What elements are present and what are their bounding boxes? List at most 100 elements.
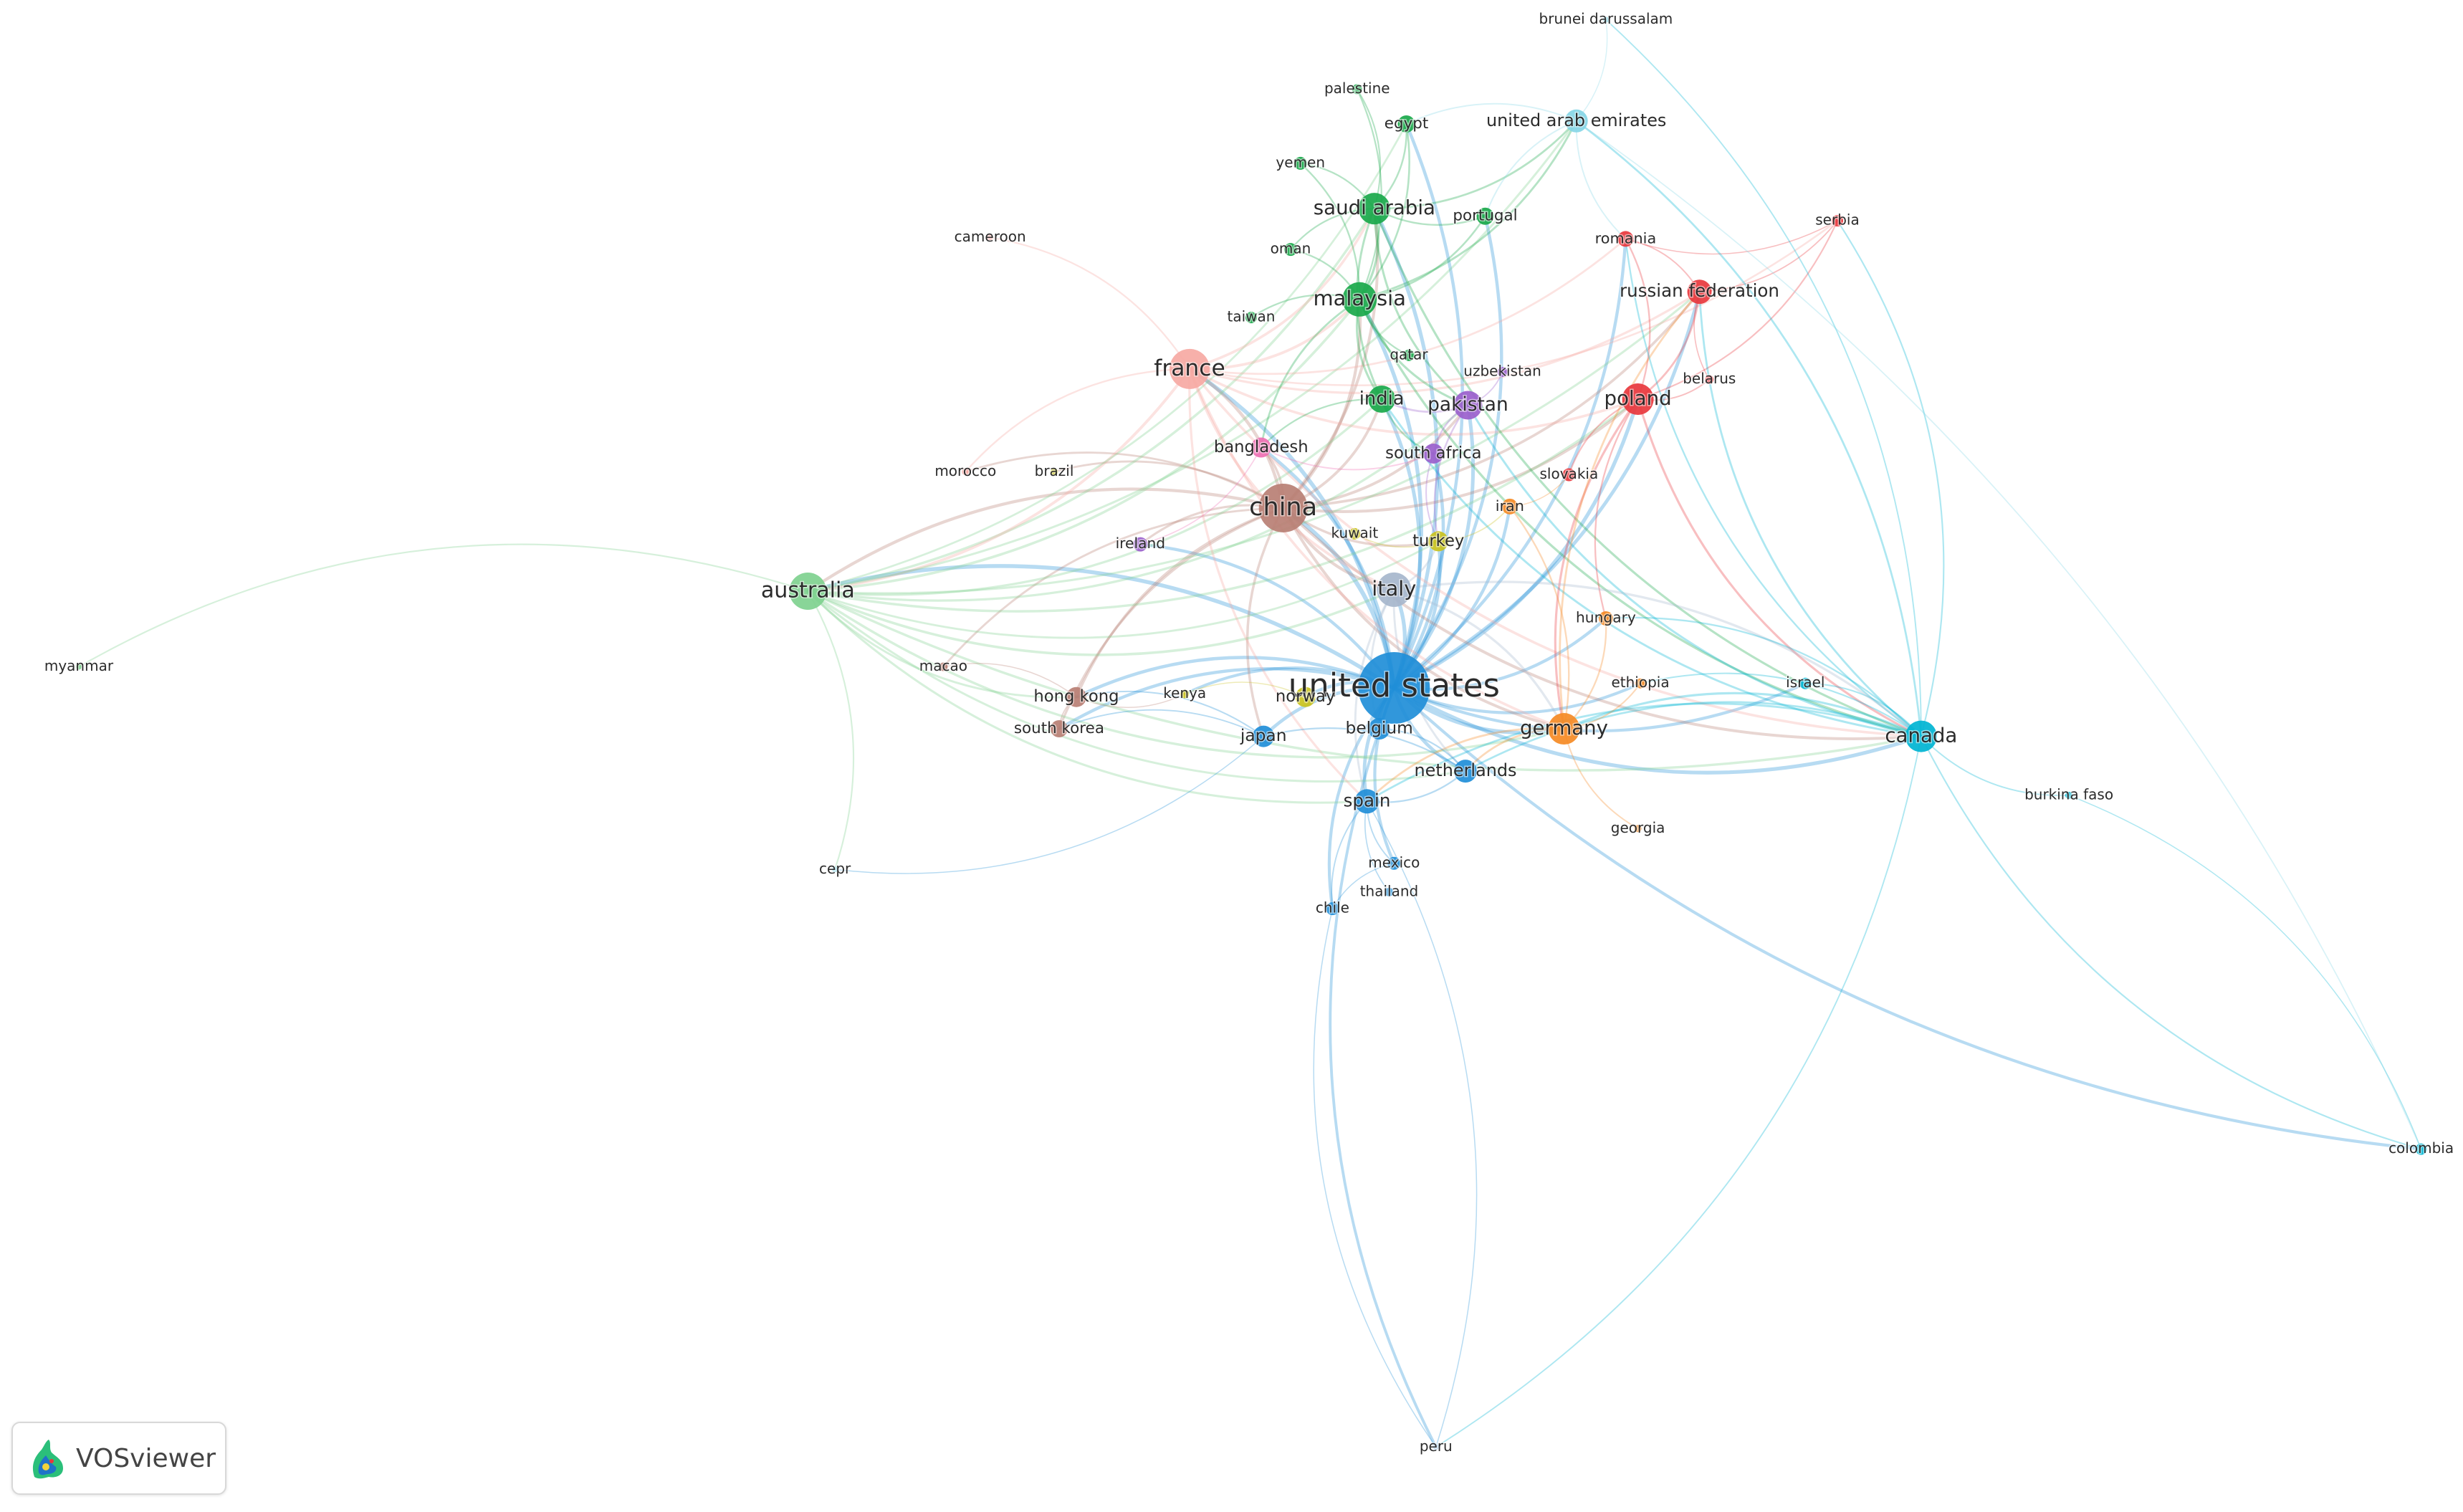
- node-palestine[interactable]: [1352, 84, 1362, 95]
- node-india[interactable]: [1368, 386, 1396, 413]
- node-georgia[interactable]: [1634, 825, 1642, 833]
- node-label-kenya[interactable]: kenya: [1162, 683, 1207, 702]
- node-malaysia[interactable]: [1342, 282, 1377, 317]
- node-uzbekistan[interactable]: [1497, 367, 1508, 378]
- node-serbia[interactable]: [1832, 215, 1844, 227]
- node-label-myanmar[interactable]: myanmar: [43, 656, 115, 676]
- node-label-south_africa[interactable]: south africa: [1384, 443, 1483, 464]
- node-peru[interactable]: [1433, 1444, 1439, 1450]
- node-belgium[interactable]: [1368, 718, 1390, 740]
- node-pakistan[interactable]: [1453, 391, 1483, 420]
- node-label-slovakia[interactable]: slovakia: [1539, 464, 1599, 484]
- node-taiwan[interactable]: [1245, 312, 1257, 324]
- node-label-norway[interactable]: norway: [1274, 686, 1336, 707]
- node-canada[interactable]: [1905, 720, 1937, 752]
- node-china[interactable]: [1258, 483, 1308, 532]
- node-cepr[interactable]: [832, 866, 838, 873]
- node-burkina_faso[interactable]: [2065, 791, 2073, 799]
- node-label-brunei_darussalam[interactable]: brunei darussalam: [1538, 9, 1674, 28]
- node-ireland[interactable]: [1133, 537, 1148, 552]
- node-poland[interactable]: [1622, 383, 1654, 416]
- node-label-japan[interactable]: japan: [1238, 725, 1288, 747]
- node-label-taiwan[interactable]: taiwan: [1226, 307, 1276, 326]
- node-label-peru[interactable]: peru: [1418, 1436, 1453, 1455]
- node-label-australia[interactable]: australia: [760, 577, 856, 604]
- node-label-cameroon[interactable]: cameroon: [953, 226, 1027, 246]
- node-label-india[interactable]: india: [1358, 387, 1405, 411]
- node-label-italy[interactable]: italy: [1371, 575, 1417, 601]
- node-label-chile[interactable]: chile: [1314, 898, 1350, 917]
- node-label-france[interactable]: france: [1153, 354, 1227, 382]
- node-united_arab_emirates[interactable]: [1564, 109, 1588, 133]
- node-label-netherlands[interactable]: netherlands: [1413, 760, 1518, 782]
- node-myanmar[interactable]: [75, 664, 82, 670]
- node-mexico[interactable]: [1387, 856, 1401, 870]
- node-russian_federation[interactable]: [1687, 279, 1712, 305]
- node-saudi_arabia[interactable]: [1358, 193, 1390, 225]
- node-label-mexico[interactable]: mexico: [1367, 853, 1421, 872]
- node-hong_kong[interactable]: [1066, 686, 1086, 707]
- node-oman[interactable]: [1283, 243, 1297, 257]
- node-label-palestine[interactable]: palestine: [1323, 78, 1391, 97]
- node-brazil[interactable]: [1051, 468, 1058, 476]
- node-netherlands[interactable]: [1454, 760, 1478, 783]
- node-brunei_darussalam[interactable]: [1602, 16, 1609, 23]
- node-germany[interactable]: [1548, 713, 1580, 745]
- node-japan[interactable]: [1253, 725, 1275, 747]
- node-label-turkey[interactable]: turkey: [1412, 530, 1465, 551]
- node-spain[interactable]: [1354, 789, 1379, 814]
- node-turkey[interactable]: [1428, 531, 1449, 552]
- node-label-pakistan[interactable]: pakistan: [1427, 392, 1510, 416]
- node-norway[interactable]: [1295, 686, 1316, 707]
- node-france[interactable]: [1170, 348, 1210, 389]
- node-label-georgia[interactable]: georgia: [1610, 818, 1666, 837]
- node-label-morocco[interactable]: morocco: [934, 461, 998, 480]
- vosviewer-logo[interactable]: VOSviewer: [11, 1422, 226, 1495]
- node-label-thailand[interactable]: thailand: [1359, 881, 1420, 901]
- node-label-bangladesh[interactable]: bangladesh: [1213, 437, 1309, 458]
- node-label-hong_kong[interactable]: hong kong: [1033, 686, 1120, 707]
- node-label-united_arab_emirates[interactable]: united arab emirates: [1486, 109, 1668, 131]
- node-label-iran[interactable]: iran: [1494, 496, 1525, 515]
- node-label-israel[interactable]: israel: [1785, 673, 1826, 692]
- node-morocco[interactable]: [962, 468, 970, 476]
- node-egypt[interactable]: [1397, 115, 1415, 133]
- node-label-colombia[interactable]: colombia: [2388, 1139, 2455, 1158]
- node-hungary[interactable]: [1598, 611, 1613, 626]
- node-label-qatar[interactable]: qatar: [1389, 345, 1430, 364]
- node-thailand[interactable]: [1384, 887, 1394, 896]
- node-belarus[interactable]: [1705, 375, 1714, 384]
- node-united_states[interactable]: [1358, 652, 1430, 724]
- node-label-germany[interactable]: germany: [1519, 715, 1609, 741]
- node-label-china[interactable]: china: [1248, 491, 1319, 522]
- node-israel[interactable]: [1799, 677, 1812, 689]
- node-south_korea[interactable]: [1050, 720, 1068, 738]
- node-label-ireland[interactable]: ireland: [1114, 534, 1166, 553]
- node-macao[interactable]: [939, 662, 948, 671]
- node-label-saudi_arabia[interactable]: saudi arabia: [1312, 195, 1436, 221]
- node-label-united_states[interactable]: united states: [1287, 666, 1501, 706]
- node-cameroon[interactable]: [987, 234, 993, 241]
- node-label-belgium[interactable]: belgium: [1344, 717, 1414, 739]
- node-australia[interactable]: [789, 573, 827, 611]
- node-kuwait[interactable]: [1349, 527, 1361, 540]
- node-label-spain[interactable]: spain: [1342, 789, 1392, 812]
- node-label-hungary[interactable]: hungary: [1575, 608, 1637, 627]
- node-label-ethiopia[interactable]: ethiopia: [1610, 673, 1670, 692]
- node-label-serbia[interactable]: serbia: [1814, 210, 1860, 229]
- node-label-portugal[interactable]: portugal: [1452, 206, 1519, 226]
- node-label-canada[interactable]: canada: [1884, 722, 1959, 748]
- node-label-brazil[interactable]: brazil: [1033, 461, 1075, 480]
- node-iran[interactable]: [1501, 498, 1518, 515]
- node-label-poland[interactable]: poland: [1603, 386, 1673, 411]
- node-label-south_korea[interactable]: south korea: [1013, 719, 1105, 739]
- node-label-russian_federation[interactable]: russian federation: [1619, 279, 1781, 302]
- node-bangladesh[interactable]: [1250, 437, 1271, 458]
- node-romania[interactable]: [1617, 231, 1634, 247]
- node-kenya[interactable]: [1180, 689, 1190, 699]
- node-label-belarus[interactable]: belarus: [1682, 369, 1737, 388]
- node-ethiopia[interactable]: [1635, 678, 1646, 689]
- node-label-oman[interactable]: oman: [1269, 239, 1312, 258]
- node-colombia[interactable]: [2415, 1143, 2427, 1155]
- node-label-egypt[interactable]: egypt: [1383, 114, 1430, 134]
